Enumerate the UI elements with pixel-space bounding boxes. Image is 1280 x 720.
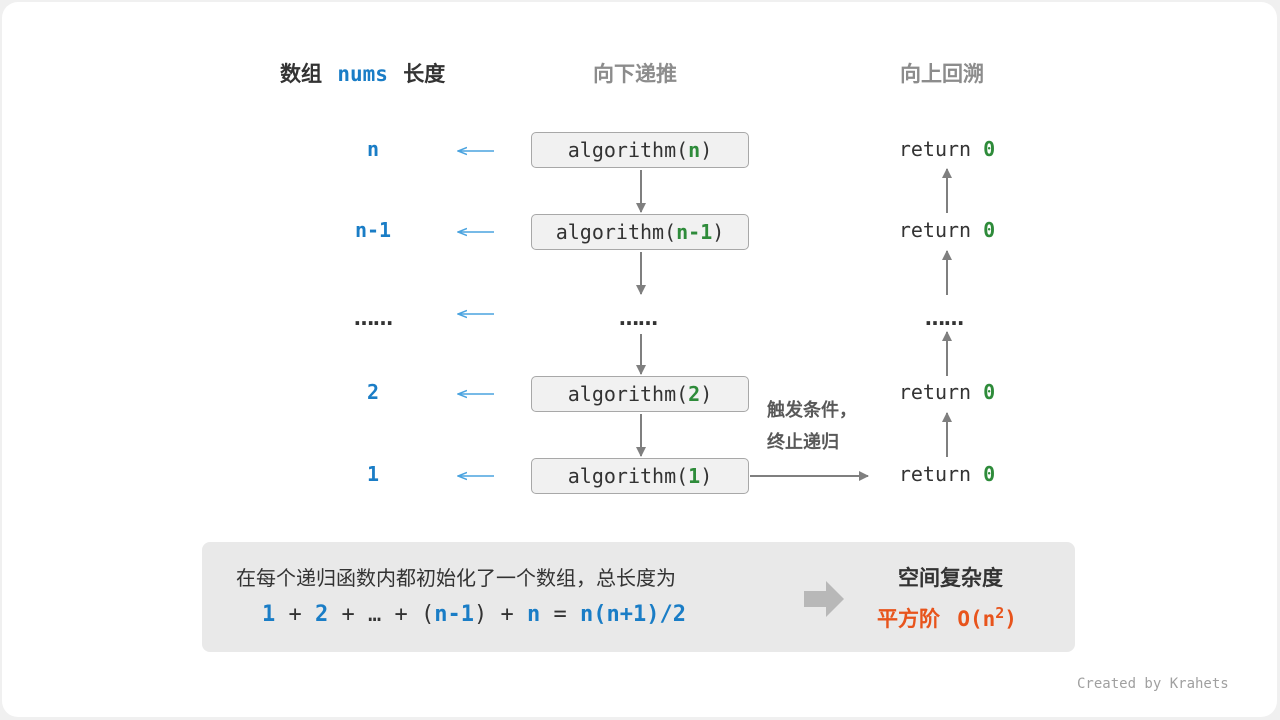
call-arg: 2 [688,382,701,406]
header-length-var: nums [337,62,388,86]
formula-term: 2 [315,602,329,627]
complexity-exponent: 2 [995,604,1005,622]
length-2: 2 [366,380,380,404]
header-length-prefix: 数组 [280,62,322,86]
formula-result: n(n+1)/2 [580,602,686,627]
call-close: ) [700,464,713,488]
formula-plus: + [288,602,302,627]
return-row-n: return 0 [887,137,1007,161]
complexity-notation-close: ) [1004,607,1017,631]
call-name: algorithm( [555,220,677,244]
return-keyword: return [898,462,972,486]
return-value: 0 [983,462,996,486]
return-keyword: return [898,218,972,242]
complexity-title: 空间复杂度 [898,566,1003,590]
return-row-2: return 0 [887,380,1007,404]
call-ellipsis: …… [619,306,658,330]
summary-text: 在每个递归函数内都初始化了一个数组，总长度为 [236,566,676,590]
return-value: 0 [983,218,996,242]
header-array-length: 数组 nums 长度 [280,58,445,88]
length-n: n [366,137,380,161]
formula-equals: = [553,602,567,627]
formula-paren-close: ) [474,602,488,627]
call-name: algorithm( [567,138,689,162]
summary-formula: 1 + 2 + … + (n-1) + n = n(n+1)/2 [262,602,686,627]
credit-text: Created by Krahets [1077,676,1229,692]
summary-panel [202,542,1075,652]
formula-plus: + [394,602,408,627]
formula-ellipsis: … [368,602,382,627]
length-1: 1 [366,462,380,486]
formula-term: 1 [262,602,276,627]
formula-paren-open: ( [421,602,435,627]
call-name: algorithm( [567,382,689,406]
call-box-2: algorithm(2) [531,376,749,412]
formula-term: n [527,602,541,627]
return-row-1: return 0 [887,462,1007,486]
complexity-notation-open: O(n [957,607,996,631]
call-arg: 1 [688,464,701,488]
trigger-note: 触发条件， 终止递归 [767,395,857,459]
call-arg: n-1 [676,220,713,244]
call-arg: n [688,138,701,162]
call-box-n: algorithm(n) [531,132,749,168]
trigger-note-line1: 触发条件， [767,400,857,421]
trigger-note-line2: 终止递归 [767,432,839,453]
call-close: ) [712,220,725,244]
header-recurse-down: 向下递推 [593,62,677,86]
formula-plus: + [341,602,355,627]
return-keyword: return [898,137,972,161]
right-arrow-icon [804,581,844,617]
call-box-n-minus-1: algorithm(n-1) [531,214,749,250]
call-close: ) [700,382,713,406]
formula-plus: + [500,602,514,627]
formula-term: n-1 [434,602,474,627]
call-box-1: algorithm(1) [531,458,749,494]
return-ellipsis: …… [925,306,964,330]
return-value: 0 [983,380,996,404]
complexity-notation: O(n2) [957,604,1017,631]
complexity-value: 平方阶 O(n2) [877,603,1017,633]
call-name: algorithm( [567,464,689,488]
return-keyword: return [898,380,972,404]
call-close: ) [700,138,713,162]
length-n-minus-1: n-1 [354,218,392,242]
return-value: 0 [983,137,996,161]
header-length-suffix: 长度 [403,62,446,86]
complexity-label: 平方阶 [877,607,940,631]
return-row-n-minus-1: return 0 [887,218,1007,242]
length-ellipsis: …… [354,306,393,330]
header-backtrack-up: 向上回溯 [900,62,984,86]
